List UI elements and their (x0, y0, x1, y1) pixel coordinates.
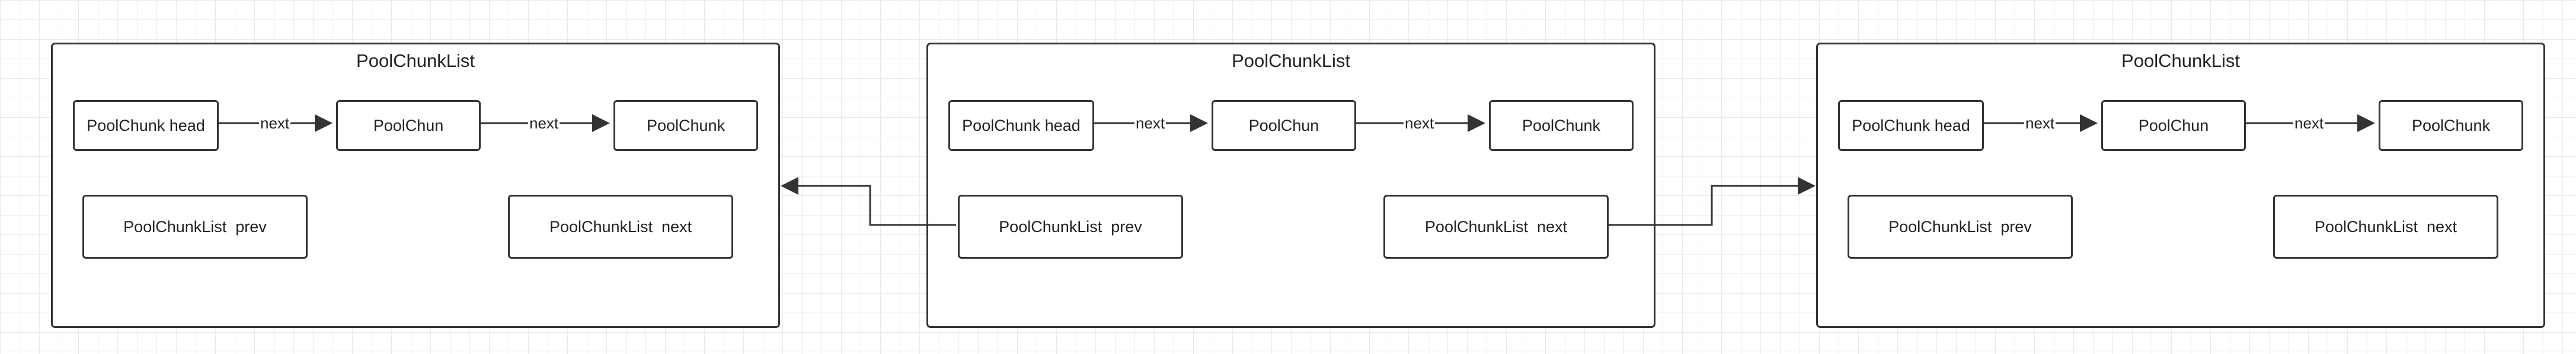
next-arrow-label: next (259, 114, 291, 132)
chunk-head-node: PoolChunk head (1838, 100, 1984, 151)
chunk-middle-node: PoolChun (1212, 100, 1356, 151)
pool-chunk-list-2: PoolChunkList PoolChunk head PoolChun Po… (926, 43, 1655, 328)
pool-chunk-list-1: PoolChunkList PoolChunk head PoolChun Po… (51, 43, 780, 328)
pool-chunk-list-3: PoolChunkList PoolChunk head PoolChun Po… (1816, 43, 2545, 328)
next-list-node: PoolChunkList next (2273, 195, 2498, 259)
list-title: PoolChunkList (356, 50, 475, 71)
prev-list-node: PoolChunkList prev (82, 195, 308, 259)
chunk-head-node: PoolChunk head (73, 100, 219, 151)
chunk-tail-node: PoolChunk (613, 100, 758, 151)
prev-list-node: PoolChunkList prev (1848, 195, 2073, 259)
next-arrow-label: next (528, 114, 560, 132)
chunk-middle-node: PoolChun (336, 100, 481, 151)
list-title: PoolChunkList (1232, 50, 1350, 71)
next-list-node: PoolChunkList next (508, 195, 733, 259)
next-arrow-label: next (1134, 114, 1166, 132)
next-list-node: PoolChunkList next (1383, 195, 1609, 259)
chunk-tail-node: PoolChunk (1489, 100, 1634, 151)
next-arrow-label: next (2293, 114, 2325, 132)
prev-list-node: PoolChunkList prev (958, 195, 1183, 259)
chunk-middle-node: PoolChun (2101, 100, 2246, 151)
list-title: PoolChunkList (2121, 50, 2240, 71)
next-arrow-label: next (1404, 114, 1436, 132)
chunk-tail-node: PoolChunk (2379, 100, 2523, 151)
chunk-head-node: PoolChunk head (948, 100, 1094, 151)
next-arrow-label: next (2024, 114, 2056, 132)
